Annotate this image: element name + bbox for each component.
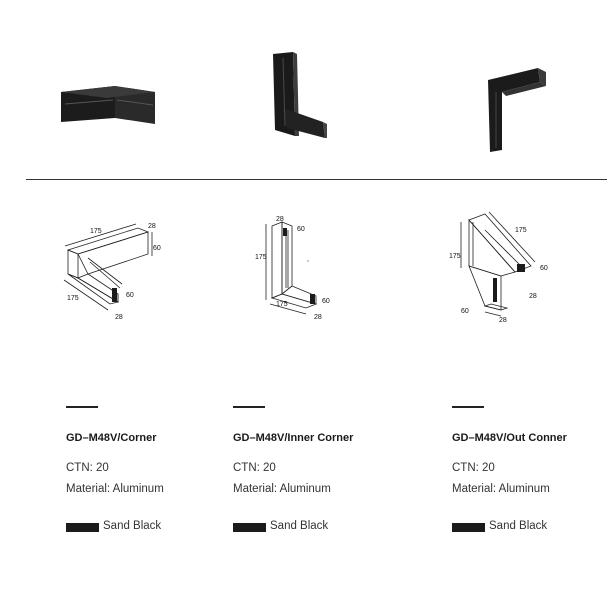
dim-label: 28 bbox=[529, 293, 537, 300]
dim-label: 60 bbox=[153, 245, 161, 252]
color-label: Sand Black bbox=[270, 520, 329, 532]
dim-label: 28 bbox=[314, 314, 322, 321]
inner-corner-technical-drawing: 28 60 175 175 60 28 bbox=[255, 216, 330, 321]
inner-corner-product-photo bbox=[273, 52, 327, 138]
material-text: Material: Aluminum bbox=[233, 483, 331, 495]
dim-label: 175 bbox=[255, 254, 267, 261]
material-text: Material: Aluminum bbox=[452, 483, 550, 495]
corner-technical-drawing: 175 28 60 175 60 28 bbox=[63, 223, 161, 321]
dim-label: 175 bbox=[449, 253, 461, 260]
dim-label: 175 bbox=[67, 295, 79, 302]
color-label: Sand Black bbox=[103, 520, 162, 532]
title-rule bbox=[66, 406, 98, 408]
dim-label: 28 bbox=[148, 223, 156, 230]
dim-label: 60 bbox=[297, 226, 305, 233]
color-swatch bbox=[452, 523, 485, 532]
out-corner-product-photo bbox=[488, 68, 546, 152]
dim-label: 28 bbox=[276, 216, 284, 223]
color-swatch bbox=[66, 523, 99, 532]
dim-label: 175 bbox=[276, 301, 288, 308]
corner-product-photo bbox=[61, 86, 155, 124]
title-rule bbox=[233, 406, 265, 408]
product-name: GD–M48V/Out Conner bbox=[452, 432, 567, 444]
product-name: GD–M48V/Corner bbox=[66, 432, 157, 444]
color-label: Sand Black bbox=[489, 520, 548, 532]
dim-label: 60 bbox=[540, 265, 548, 272]
dim-label: 60 bbox=[126, 292, 134, 299]
dim-label: 28 bbox=[499, 317, 507, 324]
ctn-text: CTN: 20 bbox=[233, 462, 276, 474]
dim-label: 60 bbox=[461, 308, 469, 315]
product-name: GD–M48V/Inner Corner bbox=[233, 432, 354, 444]
color-swatch bbox=[233, 523, 266, 532]
dim-label: 175 bbox=[90, 228, 102, 235]
out-corner-technical-drawing: 175 175 60 28 60 28 bbox=[449, 211, 548, 324]
material-text: Material: Aluminum bbox=[66, 483, 164, 495]
ctn-text: CTN: 20 bbox=[452, 462, 495, 474]
dim-label: 175 bbox=[515, 227, 527, 234]
title-rule bbox=[452, 406, 484, 408]
dim-label: 28 bbox=[115, 314, 123, 321]
section-divider bbox=[26, 179, 607, 180]
dim-label: 60 bbox=[322, 298, 330, 305]
ctn-text: CTN: 20 bbox=[66, 462, 109, 474]
